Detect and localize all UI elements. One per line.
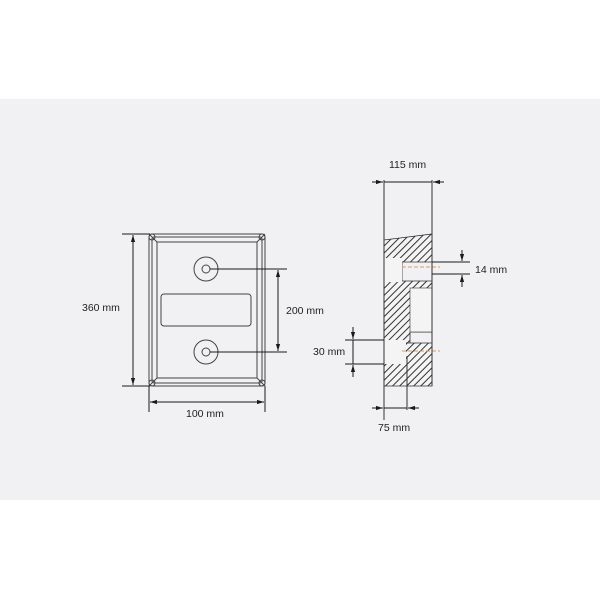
height-dimension-label: 360 mm xyxy=(82,302,120,314)
drawing-panel xyxy=(0,99,600,500)
recess-height-label: 30 mm xyxy=(313,346,345,358)
recess-depth-label: 75 mm xyxy=(378,422,410,434)
front-view xyxy=(148,233,266,387)
plate-outline xyxy=(148,233,266,387)
front-dimensions xyxy=(122,233,287,412)
plate-face xyxy=(156,241,258,379)
hole-diameter-label: 14 mm xyxy=(475,264,507,276)
depth-dimension-label: 115 mm xyxy=(389,159,426,171)
plate-inner-edge xyxy=(151,236,263,384)
width-dimension-label: 100 mm xyxy=(186,408,224,420)
side-view xyxy=(383,180,440,420)
side-dimensions xyxy=(345,179,470,411)
hole-spacing-label: 200 mm xyxy=(286,305,324,317)
label-recess xyxy=(160,293,252,327)
